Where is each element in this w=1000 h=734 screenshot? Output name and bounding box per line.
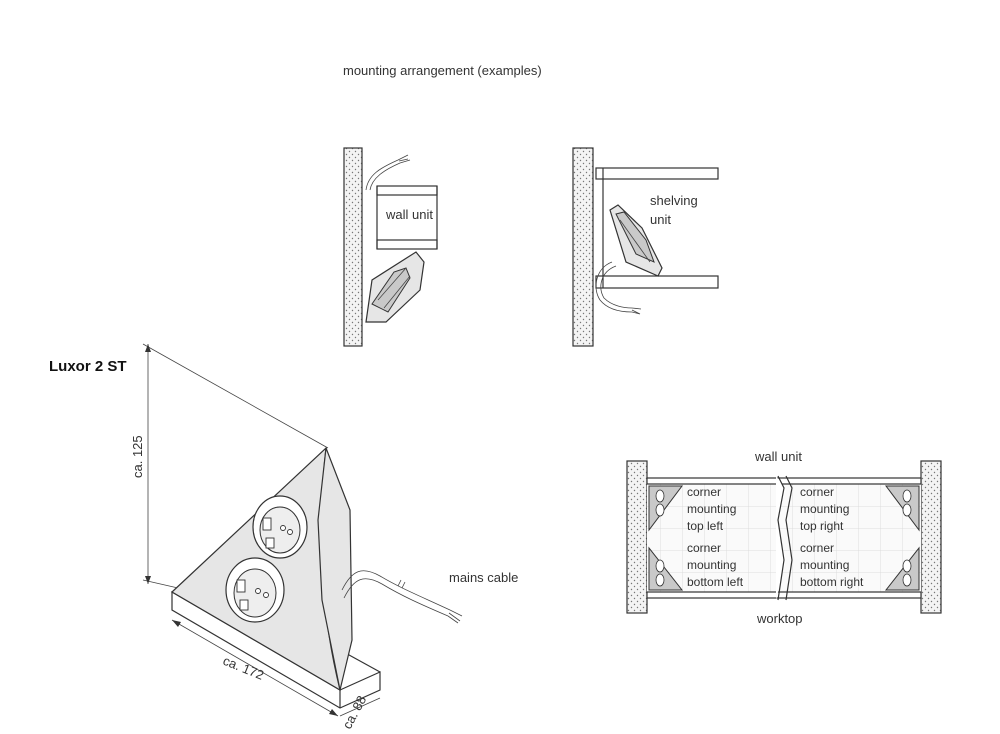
example-wall-unit: wall unit (343, 147, 438, 347)
wall-section (572, 147, 594, 347)
cable-label: mains cable (449, 570, 518, 585)
height-dimension-label: ca. 125 (130, 435, 145, 478)
example-shelving-unit: shelving unit (572, 147, 719, 347)
plan-bottom-label: worktop (756, 611, 803, 626)
left-wall (626, 460, 648, 614)
label-top-left-3: top left (687, 519, 724, 533)
label-top-left-2: mounting (687, 502, 736, 516)
socket-upper (252, 495, 308, 559)
width-dimension-line (171, 619, 339, 717)
label-bottom-right-3: bottom right (800, 575, 864, 589)
worktop-board (646, 591, 922, 599)
plan-top-label: wall unit (754, 449, 802, 464)
wall-unit-bottom-board (376, 239, 438, 250)
socket-unit-below-wall-unit (365, 251, 425, 323)
product-name: Luxor 2 ST (49, 358, 127, 375)
label-top-right-1: corner (800, 485, 834, 499)
page-title: mounting arrangement (examples) (343, 63, 542, 78)
wall-section (343, 147, 363, 347)
label-bottom-right-2: mounting (800, 558, 849, 572)
shelving-label-line2: unit (650, 212, 671, 227)
label-bottom-right-1: corner (800, 541, 834, 555)
mains-cable (341, 570, 451, 611)
corner-unit-bottom-right (884, 546, 920, 591)
label-top-right-2: mounting (800, 502, 849, 516)
label-bottom-left-1: corner (687, 541, 721, 555)
plan-view-diagram: wall unit worktop (626, 449, 942, 626)
corner-unit-top-right (885, 485, 920, 532)
wall-unit-top-board (376, 185, 438, 196)
shelf-top-board (595, 167, 719, 180)
label-bottom-left-2: mounting (687, 558, 736, 572)
corner-unit-bottom-left (648, 546, 684, 591)
wall-unit-label: wall unit (385, 207, 433, 222)
socket-unit-under-shelf (609, 204, 663, 277)
wall-unit-board (646, 477, 922, 485)
corner-unit-top-left (648, 485, 683, 532)
product-drawing: ca. 125 (130, 343, 518, 731)
shelving-label-line1: shelving (650, 193, 698, 208)
label-top-right-3: top right (800, 519, 844, 533)
right-wall (920, 460, 942, 614)
label-bottom-left-3: bottom left (687, 575, 744, 589)
label-top-left-1: corner (687, 485, 721, 499)
socket-lower (225, 557, 285, 623)
shelf-bottom-board (595, 275, 719, 289)
